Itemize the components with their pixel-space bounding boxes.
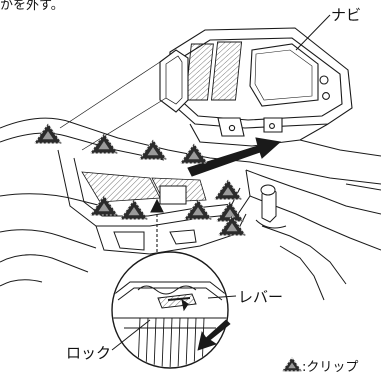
clip-marker-icon	[34, 123, 62, 144]
clip-marker-icon	[139, 139, 167, 160]
inset-detail	[111, 251, 231, 369]
inset-pointer-arrow	[150, 198, 164, 262]
removal-arrow	[187, 137, 282, 177]
clip-marker-icon	[180, 143, 208, 164]
dashboard-body	[0, 117, 381, 301]
clip-marker-icon	[214, 179, 242, 200]
clip-triangle-icon-shape	[282, 357, 302, 372]
legend-label: :クリップ	[302, 360, 358, 375]
lever-leader-line	[207, 295, 237, 299]
release-arrow	[197, 319, 231, 351]
lever-label: レバー	[238, 288, 283, 306]
legend: :クリップ	[282, 357, 358, 375]
clip-markers	[34, 123, 246, 236]
clip-triangle-icon	[282, 357, 302, 372]
clip-marker-icon	[90, 133, 118, 154]
navi-leader-line	[295, 14, 331, 51]
clip-marker-icon	[120, 199, 148, 220]
navigation-unit	[159, 27, 353, 147]
lock-label: ロック	[66, 344, 111, 362]
lock-leader-line	[111, 319, 151, 351]
navi-label: ナビ	[331, 6, 361, 24]
clip-marker-icon	[184, 199, 212, 220]
guide-lines	[59, 61, 167, 151]
clip-marker-icon	[218, 215, 246, 236]
clip-marker-icon	[90, 195, 118, 216]
header-text-fragment: かを外す。	[0, 0, 64, 13]
